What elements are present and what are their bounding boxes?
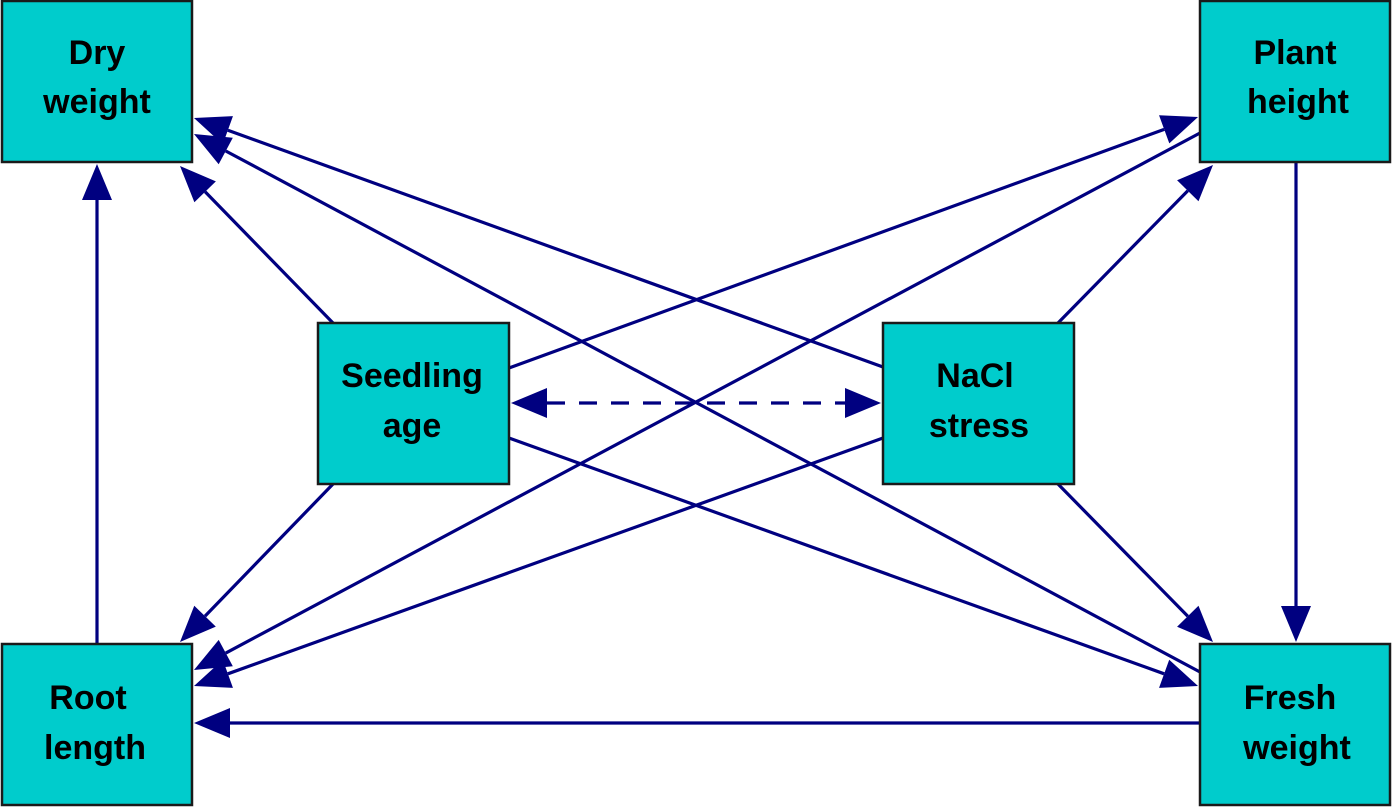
edge-plant-height-to-fresh-weight[interactable] <box>1281 163 1311 642</box>
edge-root-length-to-dry-weight[interactable] <box>82 164 112 644</box>
edge-nacl-stress-to-plant-height[interactable] <box>1056 165 1213 325</box>
node-box <box>0 0 194 164</box>
node-label-line1: Dry <box>69 34 126 72</box>
edges-layer <box>82 115 1311 738</box>
node-label-line2: height <box>1247 83 1349 121</box>
node-box <box>1198 642 1392 807</box>
node-fresh-weight[interactable]: Fresh weight <box>1198 642 1392 807</box>
edge-fresh-weight-to-dry-weight[interactable] <box>194 134 1201 674</box>
edge-line <box>227 128 884 369</box>
node-box <box>0 642 194 807</box>
node-label-line1: NaCl <box>936 357 1013 395</box>
node-seedling-age[interactable]: Seedling age <box>316 321 511 486</box>
arrowhead-icon <box>194 134 233 165</box>
edge-line <box>225 131 1201 655</box>
edge-plant-height-to-root-length[interactable] <box>194 131 1201 670</box>
arrowhead-icon <box>511 388 547 418</box>
edge-line <box>508 127 1165 370</box>
edge-nacl-stress-to-dry-weight[interactable] <box>194 116 884 369</box>
edge-line <box>1056 189 1189 325</box>
arrowhead-icon <box>845 388 881 418</box>
edge-seedling-age-to-nacl-stress[interactable] <box>511 388 881 418</box>
node-label-line2: length <box>44 729 146 767</box>
arrowhead-icon <box>194 639 233 670</box>
node-root-length[interactable]: Root length <box>0 642 194 807</box>
arrowhead-icon <box>1159 115 1198 144</box>
node-box <box>316 321 511 486</box>
node-label-line2: age <box>383 407 442 445</box>
arrowhead-icon <box>1281 606 1311 642</box>
arrowhead-icon <box>180 605 216 642</box>
edge-nacl-stress-to-fresh-weight[interactable] <box>1056 482 1213 642</box>
edge-line <box>203 482 335 618</box>
edge-seedling-age-to-root-length[interactable] <box>180 482 335 642</box>
edge-line <box>203 190 335 325</box>
edge-seedling-age-to-plant-height[interactable] <box>508 115 1198 370</box>
node-label-line1: Fresh <box>1244 679 1337 717</box>
arrowhead-icon <box>1159 659 1198 688</box>
node-dry-weight[interactable]: Dry weight <box>0 0 194 164</box>
node-plant-height[interactable]: Plant height <box>1198 0 1392 164</box>
node-nacl-stress[interactable]: NaCl stress <box>881 321 1076 486</box>
arrowhead-icon <box>82 164 112 200</box>
edge-line <box>224 149 1201 674</box>
node-box <box>881 321 1076 486</box>
node-label-line2: weight <box>1242 729 1351 767</box>
node-label-line1: Root <box>49 679 126 717</box>
arrowhead-icon <box>1177 605 1213 642</box>
edge-line <box>227 436 884 676</box>
edge-line <box>1056 482 1189 618</box>
edge-nacl-stress-to-root-length[interactable] <box>194 436 884 688</box>
arrowhead-icon <box>194 708 230 738</box>
node-label-line1: Seedling <box>341 357 483 395</box>
edge-line <box>508 436 1165 676</box>
node-label-line2: stress <box>929 407 1029 445</box>
edge-seedling-age-to-fresh-weight[interactable] <box>508 436 1198 688</box>
node-label-line1: Plant <box>1253 34 1336 72</box>
arrowhead-icon <box>1177 165 1213 202</box>
node-box <box>1198 0 1392 164</box>
arrowhead-icon <box>180 166 216 203</box>
node-label-line2: weight <box>42 83 151 121</box>
edge-fresh-weight-to-root-length[interactable] <box>194 708 1200 738</box>
edge-seedling-age-to-dry-weight[interactable] <box>180 166 335 325</box>
